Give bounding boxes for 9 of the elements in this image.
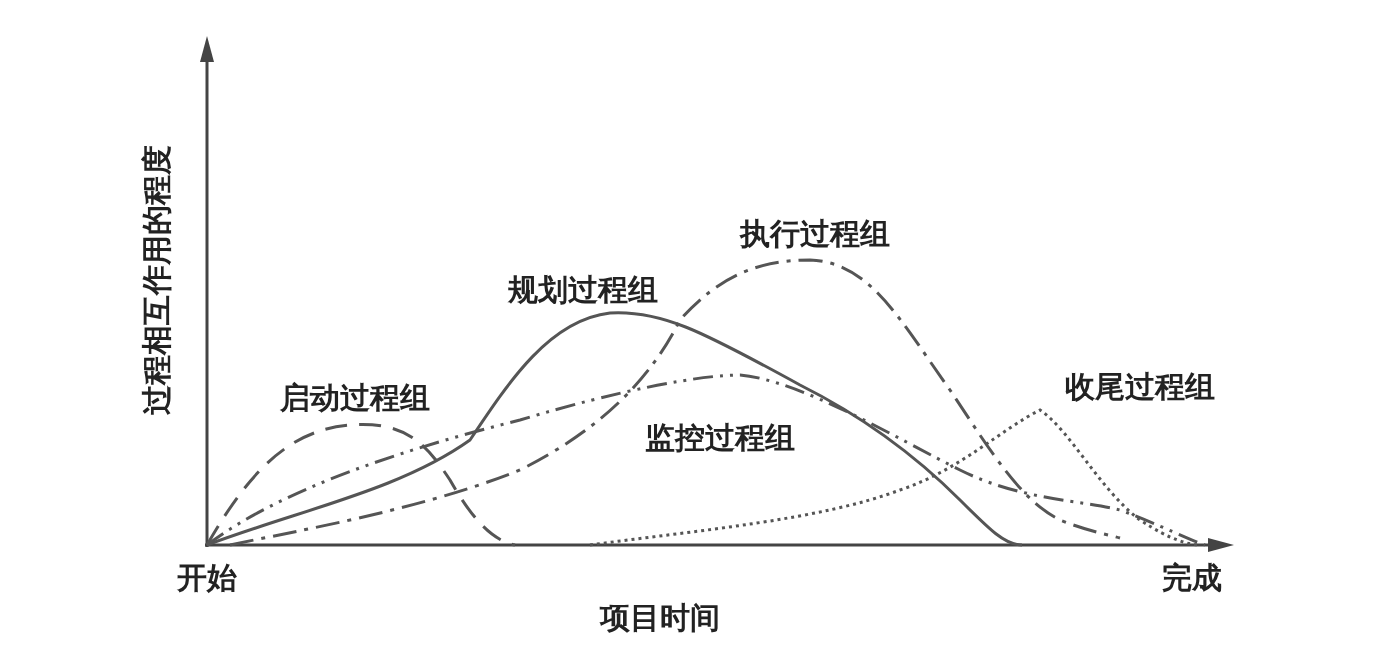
curve-label: 规划过程组 (508, 275, 658, 305)
curve-label: 收尾过程组 (1065, 372, 1215, 402)
axis-label: 完成 (1162, 563, 1222, 593)
curve-label: 监控过程组 (645, 423, 795, 453)
axis-label: 开始 (177, 563, 237, 593)
curve-label: 执行过程组 (740, 219, 890, 249)
axis-title: 过程相互作用的程度 (142, 145, 172, 415)
curve-label: 启动过程组 (280, 383, 430, 413)
axis-title: 项目时间 (600, 603, 720, 633)
